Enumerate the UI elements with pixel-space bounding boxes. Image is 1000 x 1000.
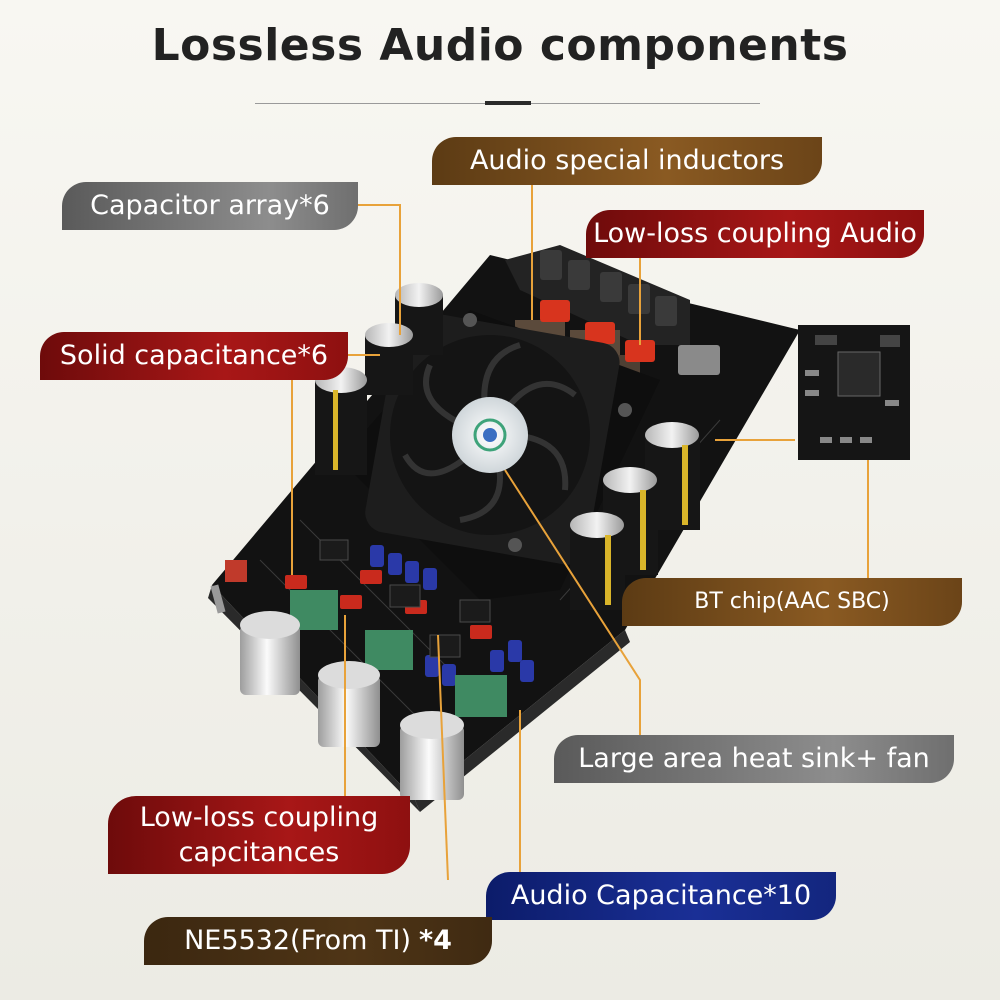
label-heat-sink-fan: Large area heat sink+ fan <box>554 735 954 783</box>
label-solid-capacitance: Solid capacitance*6 <box>40 332 348 380</box>
usb-port <box>678 345 720 375</box>
label-ne5532: NE5532(From TI)*4 <box>144 917 492 965</box>
label-audio-capacitance: Audio Capacitance*10 <box>486 872 836 920</box>
label-low-loss-coupling-audio: Low-loss coupling Audio <box>586 210 924 258</box>
label-audio-special-inductors: Audio special inductors <box>432 137 822 185</box>
title-divider-accent <box>485 101 531 105</box>
left-electrolytic-capacitors <box>315 283 443 475</box>
ne5532-text: NE5532(From TI) <box>184 924 412 956</box>
label-low-loss-coupling-capcitances: Low-loss coupling capcitances <box>108 796 410 874</box>
speaker-terminals <box>505 245 690 345</box>
toggle-switch <box>210 560 247 614</box>
bt-chip-inset <box>798 325 910 460</box>
ne5532-count: *4 <box>419 924 452 956</box>
page-title: Lossless Audio components <box>151 20 849 71</box>
label-bt-chip: BT chip(AAC SBC) <box>622 578 962 626</box>
potentiometers <box>290 590 507 717</box>
label-capacitor-array: Capacitor array*6 <box>62 182 358 230</box>
